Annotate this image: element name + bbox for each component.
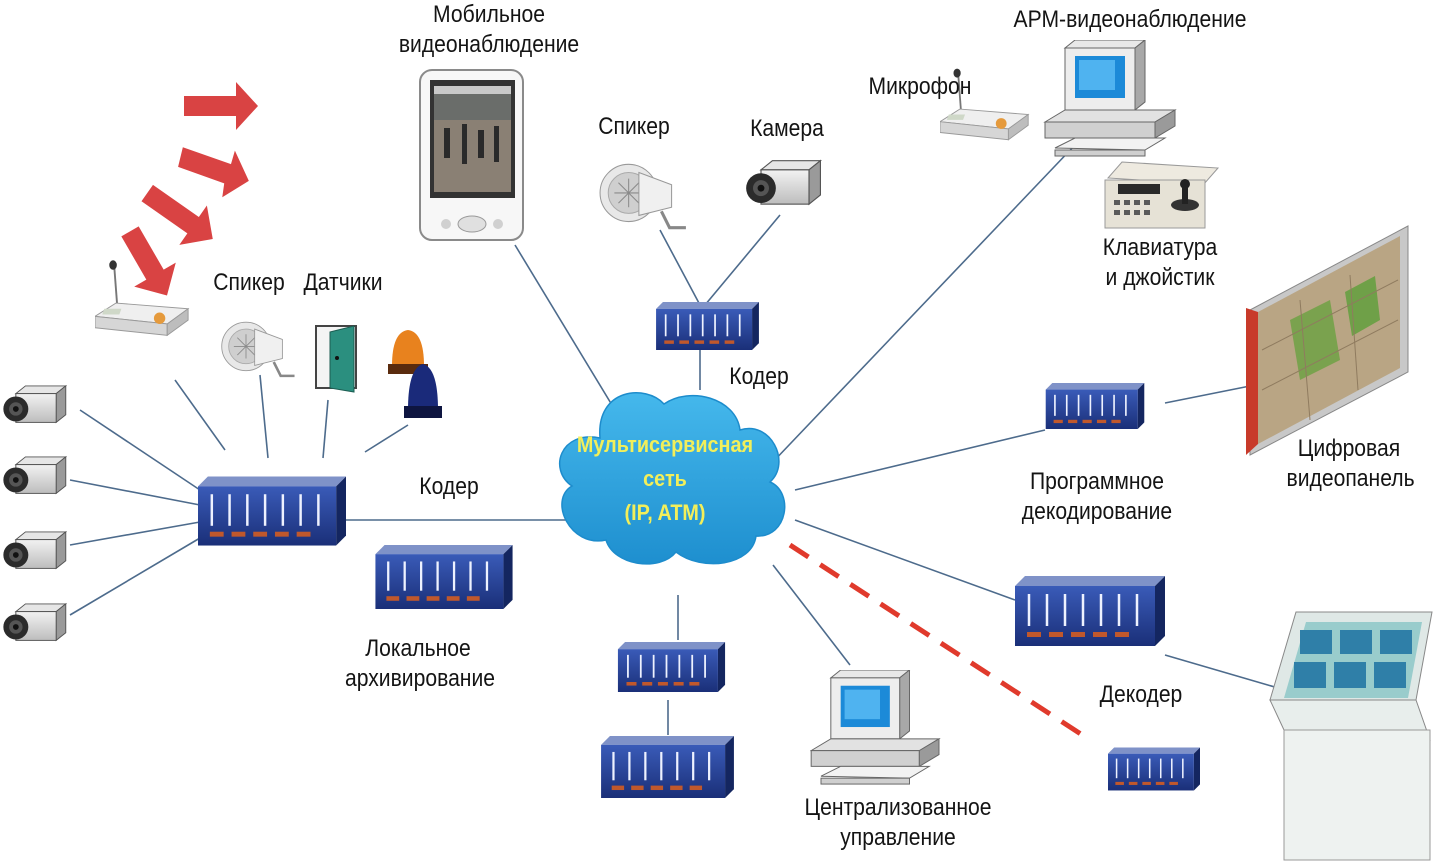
alarm-light-icon bbox=[388, 330, 428, 374]
network-cloud bbox=[558, 392, 786, 565]
coder-left-label: Кодер bbox=[419, 473, 479, 500]
video-panel-icon bbox=[1246, 225, 1409, 456]
camera-icon bbox=[745, 160, 822, 205]
decoder-device-small bbox=[1108, 746, 1200, 792]
local-archive-device bbox=[374, 545, 514, 609]
speaker-icon bbox=[598, 162, 688, 230]
camera-icon bbox=[2, 456, 67, 494]
central-management-pc-icon bbox=[810, 670, 940, 785]
arm-label: АРМ-видеонаблюдение bbox=[1013, 6, 1247, 33]
software-decoder-device bbox=[1044, 383, 1146, 429]
beacon-light-icon bbox=[404, 364, 442, 418]
speaker-left-label: Спикер bbox=[213, 269, 285, 296]
camera-icon bbox=[2, 385, 67, 423]
camera-icon bbox=[2, 603, 67, 641]
signal-arrows bbox=[121, 82, 258, 296]
workstation-icon bbox=[1044, 40, 1176, 157]
speaker-icon-left bbox=[220, 320, 296, 378]
pda-icon bbox=[419, 69, 524, 241]
decoder-label: Декодер bbox=[1099, 681, 1183, 708]
dashed-link bbox=[788, 542, 1092, 743]
camera-label: Камера bbox=[750, 115, 824, 142]
sensors-label: Датчики bbox=[303, 269, 383, 296]
camera-icon bbox=[2, 531, 67, 569]
connection-lines bbox=[69, 144, 1286, 735]
speaker-top-label: Спикер bbox=[598, 113, 670, 140]
coder-top-label: Кодер bbox=[729, 363, 789, 390]
keyboard-joystick-icon bbox=[1104, 161, 1220, 229]
coder-device-top bbox=[654, 302, 761, 350]
coder-device-left bbox=[198, 474, 346, 548]
bottom-device-2 bbox=[599, 736, 736, 798]
microphone-label: Микрофон bbox=[868, 73, 972, 100]
microphone-base-icon bbox=[95, 258, 190, 337]
door-sensor-icon bbox=[315, 325, 357, 393]
bottom-device-1 bbox=[616, 642, 727, 692]
monitor-console-icon bbox=[1269, 611, 1433, 861]
decoder-device bbox=[1015, 574, 1165, 648]
